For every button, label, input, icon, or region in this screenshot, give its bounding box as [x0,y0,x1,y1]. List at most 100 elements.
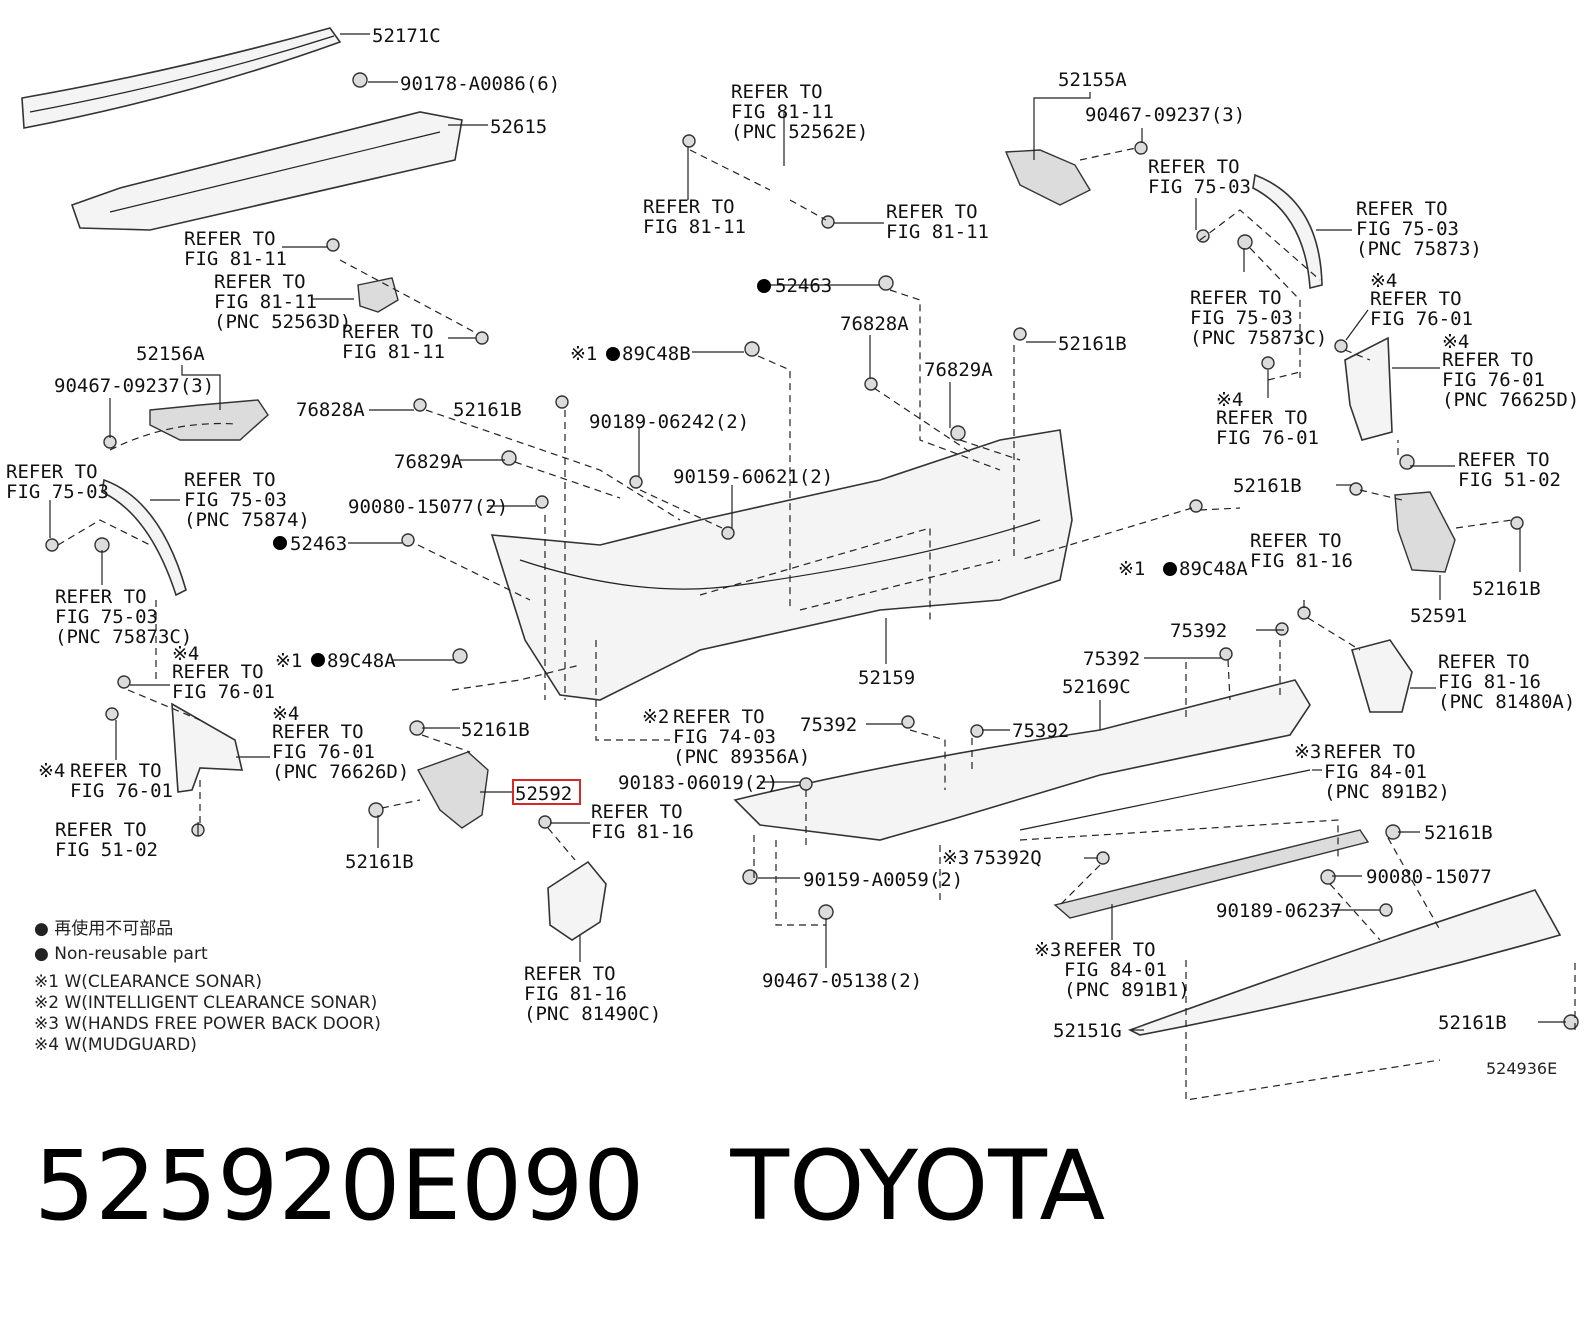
callout-label: REFER TO [184,469,276,491]
part-drawings [21,27,1579,1036]
callout-label: FIG 76-01 [70,780,173,802]
callout-label: 76828A [840,313,909,335]
callout-label: FIG 81-11 [886,221,989,243]
callout-label: FIG 75-03 [1190,307,1293,329]
mudguard-left-part [171,702,244,793]
callout-label: 52151G [1053,1020,1122,1042]
callout-label: FIG 81-16 [1250,550,1353,572]
callout-label: (PNC 75874) [184,509,310,531]
callout-label: FIG 81-16 [591,821,694,843]
callout-label: FIG 76-01 [1442,369,1545,391]
assembly-dashed-lines [57,147,1576,1101]
callout-label: 52155A [1058,69,1127,91]
callout-label: REFER TO [214,271,306,293]
callout-label: FIG 76-01 [272,741,375,763]
callout-label: (PNC 76626D) [272,761,409,783]
callout-label: 52161B [345,851,414,873]
bracket-52563d-part [357,277,399,313]
reinforcement-bar-part [21,27,342,129]
legend-item: ※2 W(INTELLIGENT CLEARANCE SONAR) [34,993,377,1013]
callout-label: 52463 [290,533,347,555]
callout-label: ※3 [1294,741,1321,763]
callout-label: FIG 75-03 [6,481,109,503]
callout-label: 52161B [1472,578,1541,600]
callout-label: 90080-15077(2) [348,496,508,518]
callout-label: (PNC 81490C) [524,1003,661,1025]
callout-label: REFER TO [1458,449,1550,471]
callout-label: 90467-09237(3) [1085,104,1245,126]
callout-label: ※3 [1034,939,1061,961]
callout-label: REFER TO [1438,651,1530,673]
callout-label: 75392 [1012,720,1069,742]
callout-label: (PNC 76625D) [1442,389,1579,411]
callout-label: 89C48A [1179,558,1248,580]
callout-label: ※4 [1442,331,1469,353]
callout-label: 75392 [1083,648,1140,670]
illustration-code: 524936E [1486,1059,1557,1078]
callout-label: REFER TO [591,801,683,823]
callout-label: 52171C [372,25,441,47]
callout-label: REFER TO [1442,349,1534,371]
callout-label: FIG 74-03 [673,726,776,748]
legend-item: ● 再使用不可部品 [34,918,173,939]
callout-label: 52156A [136,343,205,365]
callout-label: REFER TO [643,196,735,218]
callout-label: FIG 81-11 [342,341,445,363]
callout-label: ※2 [642,706,669,728]
legend-item: ※3 W(HANDS FREE POWER BACK DOOR) [34,1014,381,1034]
legend-item: ※1 W(CLEARANCE SONAR) [34,972,262,992]
callout-label: FIG 84-01 [1064,959,1167,981]
reflector-lamp-left [547,860,607,941]
callout-label: FIG 51-02 [55,839,158,861]
callout-label: FIG 81-16 [1438,671,1541,693]
callout-label: (PNC 891B1) [1064,979,1190,1001]
callout-labels: 52171C 90178-A0086(6) 52615 REFER TO FIG… [6,25,1579,1078]
callout-label: ※4 [272,703,299,725]
callout-label: (PNC 891B2) [1324,781,1450,803]
callout-label: 76828A [296,399,365,421]
callout-label: 52161B [1058,333,1127,355]
callout-label: FIG 75-03 [55,606,158,628]
callout-label: REFER TO [172,661,264,683]
bracket-52592-part [416,751,489,829]
callout-label: 52161B [461,719,530,741]
callout-label: REFER TO [673,706,765,728]
callout-label: (PNC 81480A) [1438,691,1575,713]
callout-label: REFER TO [55,819,147,841]
callout-label: 89C48B [622,343,691,365]
rear-bumper-cover-part [490,429,1073,701]
callout-label: 52463 [775,275,832,297]
absorber-part [70,111,463,231]
callout-label: REFER TO [272,721,364,743]
callout-label: ※4 [1216,389,1243,411]
lower-diffuser-part [733,679,1311,841]
callout-label: ※1 [570,343,597,365]
part-number-52592-label: 52592 [515,783,572,805]
callout-label: FIG 76-01 [1370,308,1473,330]
callout-label: 52161B [1438,1012,1507,1034]
reflector-lamp-right [1351,639,1413,713]
sensor-strip-upper [1019,769,1311,831]
callout-label: REFER TO [1370,288,1462,310]
legend-item: ※4 W(MUDGUARD) [34,1035,197,1055]
callout-label: REFER TO [55,586,147,608]
callout-label: 90159-60621(2) [673,466,833,488]
callout-label: FIG 81-16 [524,983,627,1005]
callout-label: 90159-A0059(2) [803,869,963,891]
wheel-liner-strip-left [101,478,187,597]
callout-label: (PNC 75873C) [55,626,192,648]
callout-label: 89C48A [327,650,396,672]
mudguard-right-part [1344,336,1393,441]
callout-label: REFER TO [1064,939,1156,961]
callout-label: FIG 81-11 [643,216,746,238]
callout-label: FIG 84-01 [1324,761,1427,783]
callout-label: FIG 75-03 [1356,218,1459,240]
callout-label: (PNC 52563D) [214,311,351,333]
callout-label: (PNC 52562E) [731,121,868,143]
leader-lines [49,33,1566,1031]
callout-label: ※1 [275,650,302,672]
bracket-52591-part [1394,491,1456,573]
footer-part-number: 525920E090 [34,1130,645,1242]
